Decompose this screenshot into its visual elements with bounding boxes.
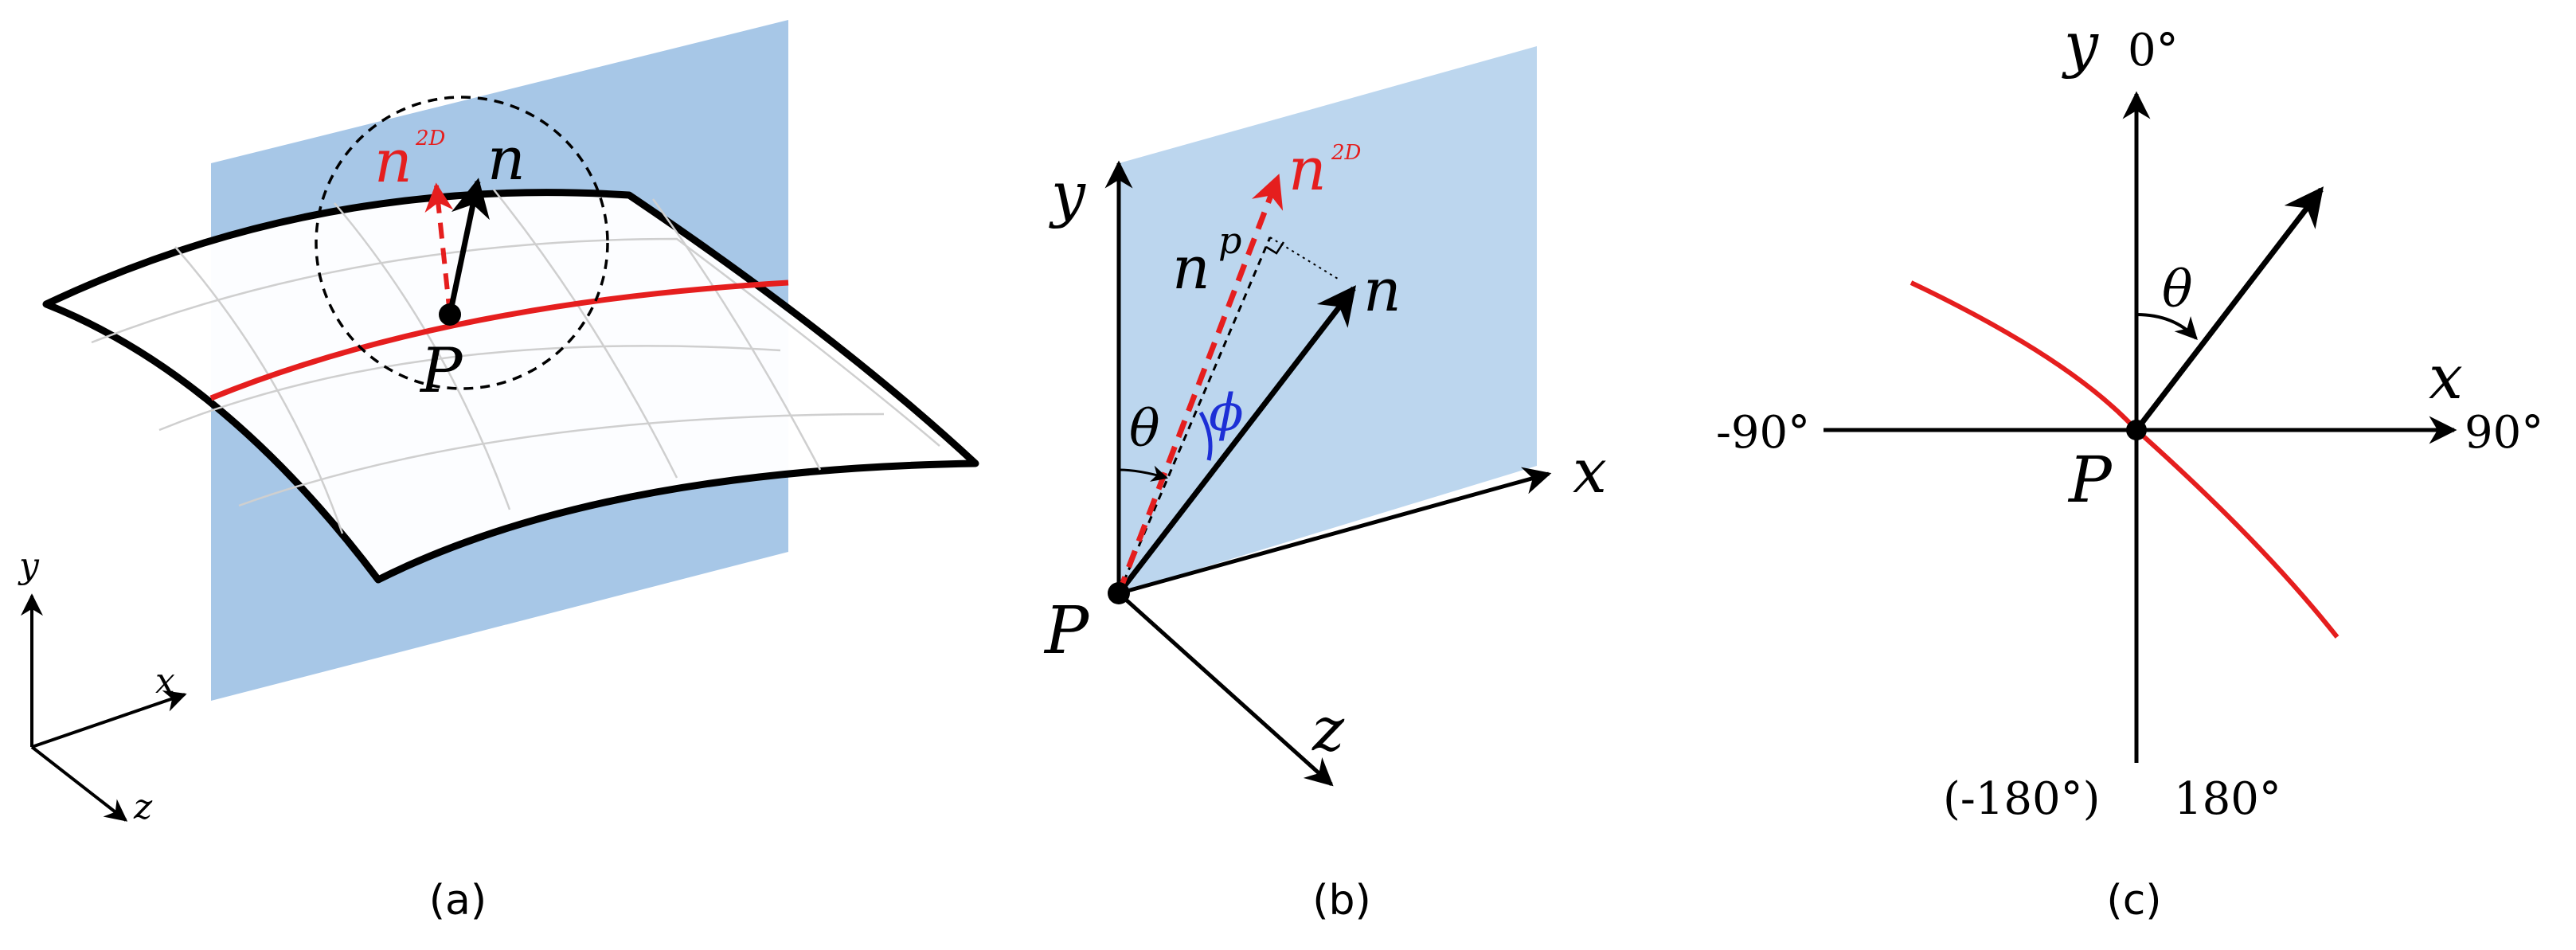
caption-c: (c) [2106, 877, 2161, 925]
label-phi-b: ϕ [1209, 384, 1244, 443]
panel-c: y 0° x 90° -90° P θ (-180°) 180° (c) [1716, 9, 2543, 925]
caption-b: (b) [1312, 877, 1371, 925]
point-p-b [1108, 582, 1130, 604]
label-n2d-a: n [374, 127, 412, 196]
axis-x-b [1118, 467, 1552, 596]
surface-patch [42, 189, 979, 584]
label-np-sup-b: p [1218, 219, 1241, 262]
theta-arc-b [1118, 465, 1169, 482]
label-theta-c: θ [2162, 260, 2193, 319]
surface-grid [91, 189, 940, 534]
label-n-b: n [1363, 256, 1401, 325]
label-point-p-c: P [2067, 443, 2113, 517]
panel-a: n 2D n P y x z (a) [18, 20, 979, 925]
label-n2d-sup-b: 2D [1331, 141, 1362, 165]
label-axis-x-c: x [2429, 342, 2463, 412]
label-axis-y-c: y [2062, 9, 2099, 80]
label-deg-top: 0° [2128, 25, 2179, 76]
direction-vector-c [2134, 186, 2324, 432]
label-axis-x-a: x [155, 661, 175, 702]
label-deg-right: 90° [2465, 407, 2543, 459]
label-deg-bottom-b: 180° [2174, 773, 2281, 825]
curve-c [1910, 280, 2340, 639]
label-point-p-b: P [1043, 593, 1090, 669]
label-np-b: n [1172, 234, 1210, 303]
neighborhood-circle [315, 96, 609, 390]
label-theta-b: θ [1129, 400, 1160, 459]
intersection-curve-a [209, 280, 789, 401]
n2d-vector-b [1116, 174, 1284, 595]
label-n2d-sup-a: 2D [415, 127, 446, 151]
caption-a: (a) [429, 877, 487, 925]
n-vector-a [447, 178, 490, 315]
coordinate-frame-a [21, 593, 187, 822]
axis-z-b [1117, 592, 1334, 787]
right-angle-marker [1265, 241, 1285, 255]
n2d-vector-a [424, 182, 454, 315]
label-axis-y-b: y [1049, 158, 1086, 229]
phi-arc-b [1198, 411, 1213, 461]
label-deg-bottom-a: (-180°) [1943, 773, 2101, 825]
label-deg-left: -90° [1716, 407, 1810, 459]
label-n2d-b: n [1288, 135, 1327, 204]
panel-b: y x z P n 2D n p n θ ϕ (b) [1043, 46, 1607, 925]
label-point-p-a: P [419, 335, 463, 407]
point-p-c [2126, 420, 2147, 440]
label-axis-z-b: z [1311, 694, 1345, 764]
label-axis-z-a: z [133, 787, 153, 827]
label-axis-x-b: x [1573, 436, 1607, 506]
point-p-a [439, 303, 461, 326]
label-axis-y-a: y [18, 545, 40, 586]
label-n-a: n [487, 125, 526, 194]
theta-arc-c [2136, 313, 2198, 341]
n-vector-b [1116, 285, 1356, 596]
